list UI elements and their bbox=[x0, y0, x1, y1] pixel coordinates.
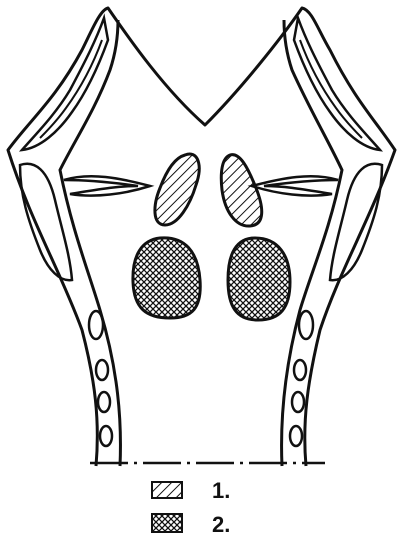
right-upper-cartilage bbox=[294, 18, 380, 150]
left-crosshatched-region bbox=[133, 238, 200, 318]
right-crosshatched-region bbox=[228, 238, 290, 320]
legend-swatch-cross bbox=[152, 514, 182, 532]
left-hatched-region bbox=[155, 154, 199, 225]
right-hatched-region bbox=[221, 155, 261, 226]
right-vestibular-fold bbox=[252, 176, 338, 195]
legend-swatch-hatch bbox=[152, 482, 182, 498]
legend: 1. 2. bbox=[152, 478, 230, 537]
left-upper-cartilage bbox=[22, 18, 108, 150]
right-inner-wall bbox=[282, 20, 342, 466]
legend-label-1: 1. bbox=[212, 478, 230, 503]
left-inner-wall bbox=[60, 20, 120, 466]
legend-label-2: 2. bbox=[212, 512, 230, 537]
left-vestibular-fold bbox=[64, 176, 150, 195]
